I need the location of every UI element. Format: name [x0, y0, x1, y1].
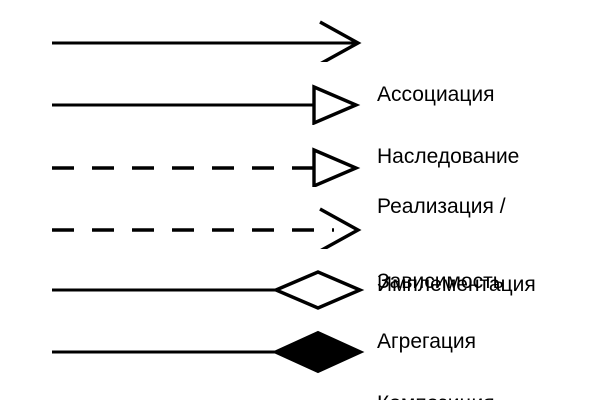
connector-glyph-realization: [0, 125, 370, 187]
filled-diamond-head-icon: [271, 330, 365, 374]
legend-label-line: Агрегация: [377, 330, 477, 353]
legend-row-composition: Композиция: [0, 311, 600, 400]
legend-label-inheritance: Наследование: [377, 92, 519, 222]
legend-label-line: Наследование: [377, 145, 520, 168]
hollow-triangle-head-icon: [312, 84, 361, 125]
legend-label-association: Ассоциация: [377, 30, 495, 160]
legend-row-inheritance: Наследование: [0, 62, 600, 168]
legend-label-dependency: Зависимость: [377, 217, 504, 347]
hollow-diamond-head-icon: [271, 270, 365, 310]
legend-label-realization: Реализация / Имплементация: [377, 142, 536, 350]
legend-label-line: Имплементация: [377, 273, 536, 296]
legend-row-dependency: Зависимость: [0, 187, 600, 293]
legend-row-aggregation: Агрегация: [0, 249, 600, 353]
hollow-triangle-head-icon: [312, 147, 361, 187]
connector-glyph-association: [0, 0, 370, 62]
connector-glyph-inheritance: [0, 62, 370, 125]
legend-label-line: Реализация /: [377, 195, 506, 218]
legend-label-line: Зависимость: [377, 270, 504, 293]
connector-glyph-aggregation: [0, 249, 370, 311]
connector-glyph-composition: [0, 311, 370, 400]
legend-label-line: Ассоциация: [377, 83, 495, 106]
open-arrow-head-icon: [319, 20, 362, 62]
legend-label-composition: Композиция: [377, 339, 495, 400]
legend-label-line: Композиция: [377, 391, 495, 400]
legend-row-association: Ассоциация: [0, 0, 600, 106]
legend-label-aggregation: Агрегация: [377, 277, 476, 400]
open-arrow-head-icon: [319, 207, 362, 249]
legend-row-realization: Реализация / Имплементация: [0, 125, 600, 296]
connector-glyph-dependency: [0, 187, 370, 249]
